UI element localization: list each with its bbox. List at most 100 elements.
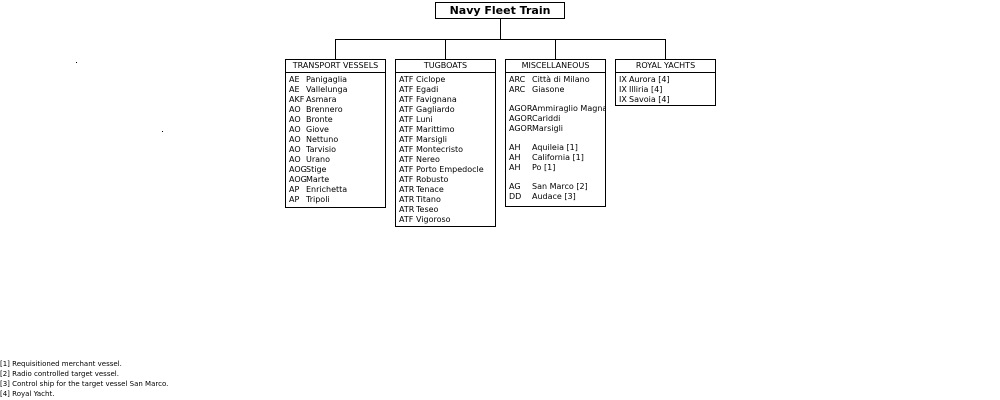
vessel-code: AO [289, 105, 301, 114]
vessel-entry: AP Enrichetta [289, 185, 385, 195]
vessel-name: Montecristo [416, 145, 464, 154]
vessel-code: IX [619, 85, 627, 94]
footnote: [1] Requisitioned merchant vessel. [0, 360, 122, 368]
vessel-code: AGOR [509, 104, 533, 113]
vessel-name: Città di Milano [532, 75, 590, 84]
vessel-code: ATF [399, 215, 414, 224]
vessel-code: AP [289, 185, 300, 194]
vessel-entry: AOGMarte [289, 175, 385, 185]
vessel-name: Ciclope [416, 75, 446, 84]
vessel-name: Porto Empedocle [416, 165, 484, 174]
vessel-code: AO [289, 125, 301, 134]
vessel-code: AOG [289, 175, 307, 184]
vessel-code: AKF [289, 95, 305, 104]
connector-bus [335, 39, 666, 40]
vessel-entry: AE Panigaglia [289, 75, 385, 85]
vessel-code: ATF [399, 175, 414, 184]
vessel-code: ATR [399, 195, 415, 204]
connector-trunk [500, 19, 501, 39]
vessel-entry: AH Po [1] [509, 163, 605, 173]
vessel-code: AH [509, 153, 521, 162]
connector-drop-misc [555, 39, 556, 59]
vessel-name: Stige [306, 165, 327, 174]
vessel-code: AGOR [509, 124, 533, 133]
group-spacer [509, 134, 605, 143]
vessel-name: San Marco [2] [532, 182, 588, 191]
vessel-name: Illiria [4] [629, 85, 663, 94]
vessel-code: AH [509, 143, 521, 152]
vessel-entry: AGORMarsigli [509, 124, 605, 134]
vessel-entry: AGORAmmiraglio Magnaghi [509, 104, 605, 114]
vessel-code: ATF [399, 165, 414, 174]
box-header: TRANSPORT VESSELS [286, 60, 385, 73]
vessel-name: Aurora [4] [629, 75, 670, 84]
vessel-entry: AO Urano [289, 155, 385, 165]
vessel-code: AH [509, 163, 521, 172]
footnotes: [1] Requisitioned merchant vessel. [2] R… [0, 359, 168, 399]
vessel-name: Urano [306, 155, 331, 164]
vessel-code: AE [289, 75, 300, 84]
vessel-code: AO [289, 135, 301, 144]
vessel-name: Vallelunga [306, 85, 348, 94]
vessel-entry: AO Bronte [289, 115, 385, 125]
vessel-name: Bronte [306, 115, 333, 124]
vessel-name: Marte [306, 175, 330, 184]
vessel-code: ATF [399, 85, 414, 94]
vessel-code: AGOR [509, 114, 533, 123]
vessel-name: Panigaglia [306, 75, 348, 84]
vessel-name: Titano [416, 195, 441, 204]
vessel-name: Nettuno [306, 135, 339, 144]
vessel-name: Ammiraglio Magnaghi [532, 104, 605, 113]
vessel-name: Audace [3] [532, 192, 576, 201]
vessel-code: ATF [399, 75, 414, 84]
vessel-name: Cariddi [532, 114, 561, 123]
footnote: [4] Royal Yacht. [0, 390, 55, 398]
vessel-name: Marittimo [416, 125, 455, 134]
vessel-name: Giasone [532, 85, 565, 94]
vessel-entry: AOGStige [289, 165, 385, 175]
vessel-code: AO [289, 155, 301, 164]
vessel-name: Tenace [416, 185, 444, 194]
vessel-name: Vigoroso [416, 215, 451, 224]
vessel-code: AO [289, 115, 301, 124]
connector-drop-yachts [665, 39, 666, 59]
vessel-code: AP [289, 195, 300, 204]
vessel-code: ATF [399, 135, 414, 144]
vessel-name: Enrichetta [306, 185, 348, 194]
group-spacer [509, 95, 605, 104]
vessel-name: Po [1] [532, 163, 556, 172]
vessel-code: ARC [509, 85, 526, 94]
vessel-code: AE [289, 85, 300, 94]
vessel-name: Teseo [416, 205, 439, 214]
vessel-code: ATF [399, 105, 414, 114]
connector-drop-transport [335, 39, 336, 59]
box-header: ROYAL YACHTS [616, 60, 715, 73]
vessel-code: ATF [399, 155, 414, 164]
vessel-code: ATF [399, 95, 414, 104]
vessel-code: ATF [399, 145, 414, 154]
